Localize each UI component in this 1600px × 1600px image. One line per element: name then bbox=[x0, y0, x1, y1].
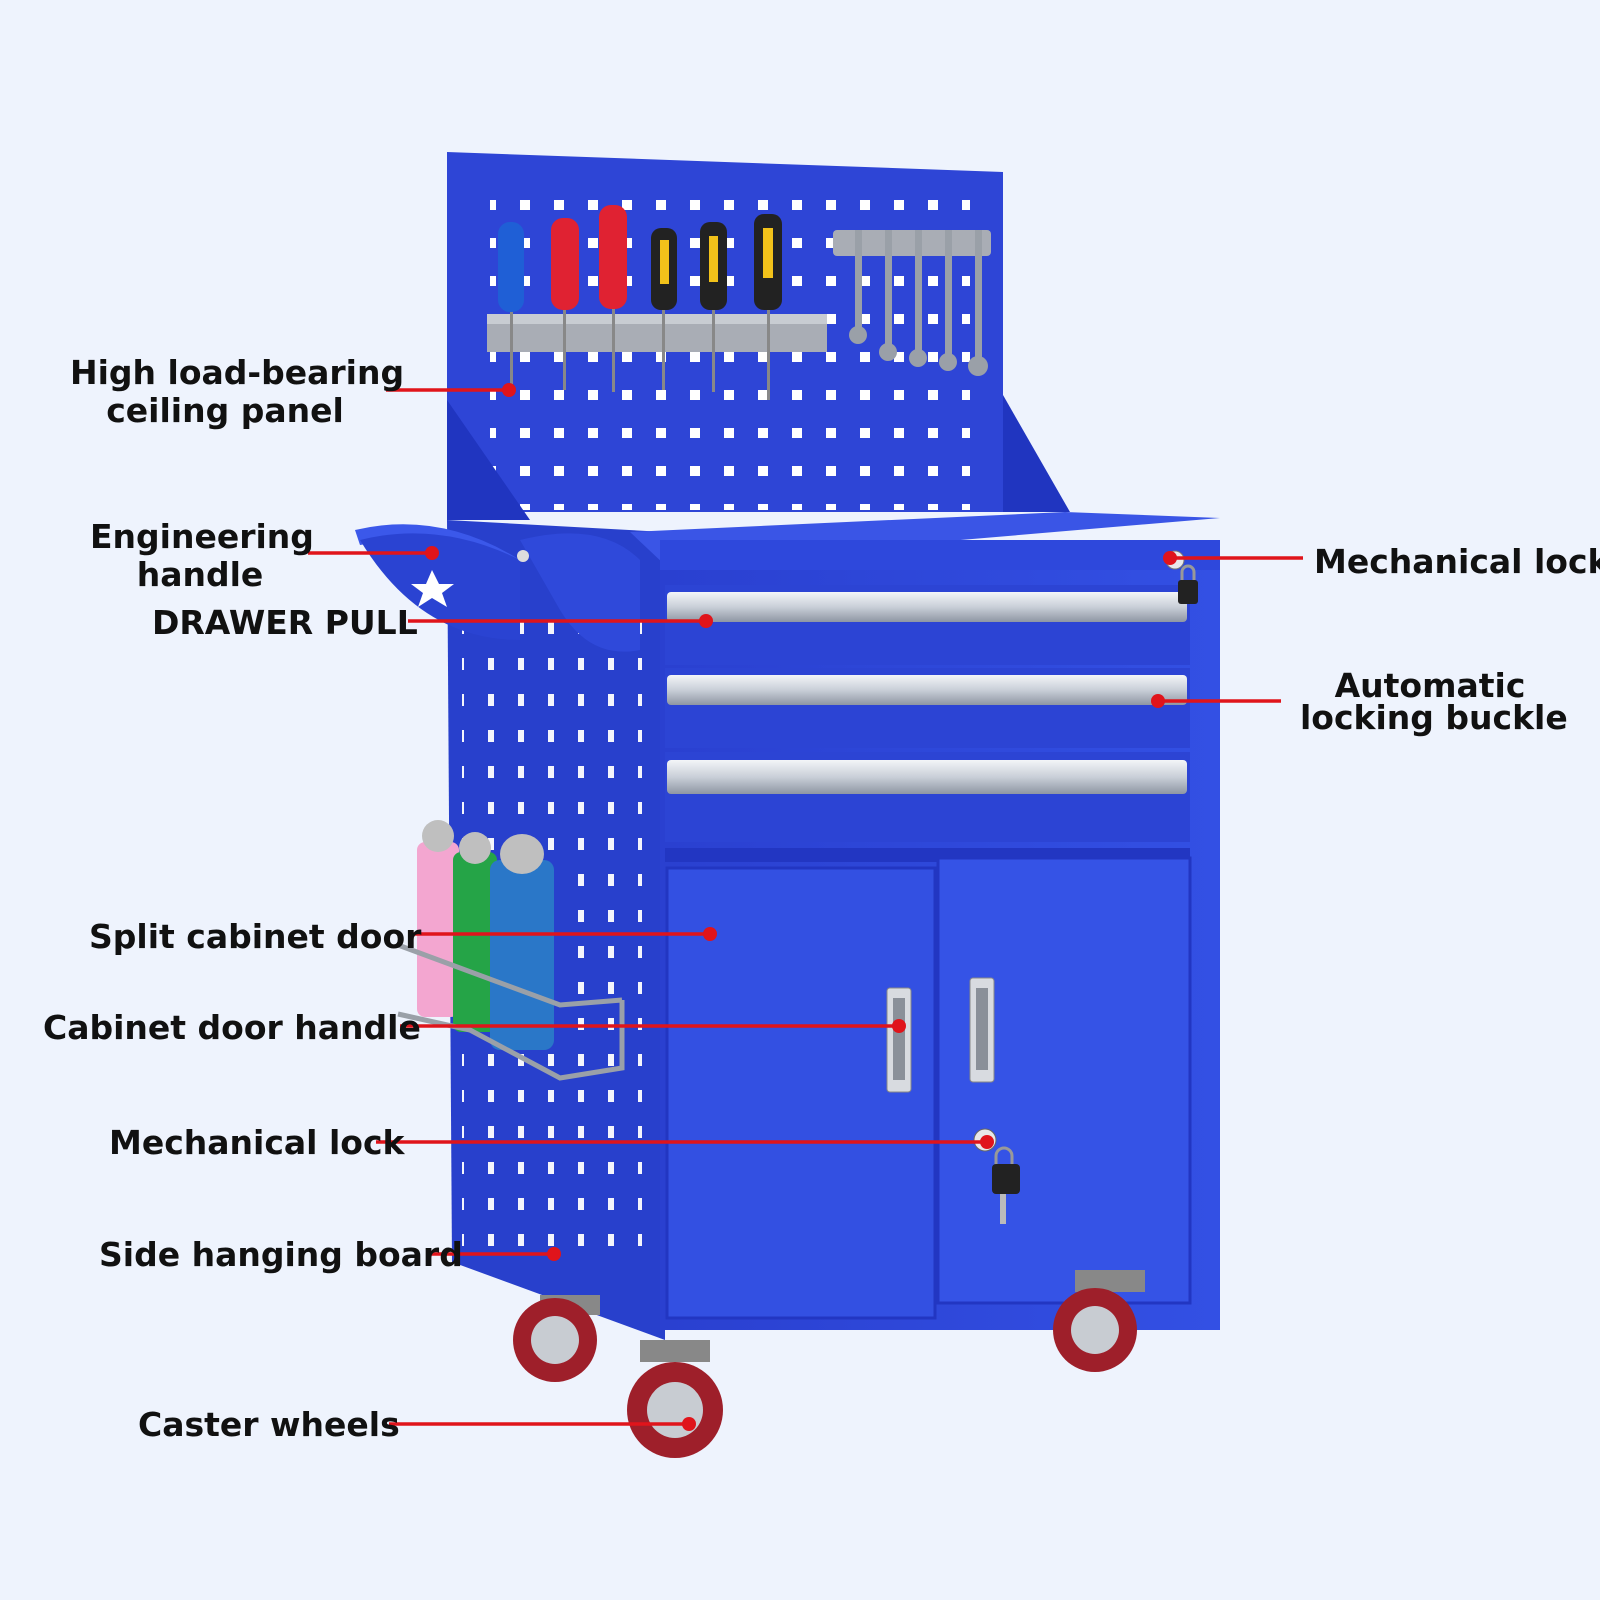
drawer-pull bbox=[667, 675, 1187, 705]
screwdriver-icon bbox=[551, 218, 579, 390]
label-engineering-handle: Engineering handle bbox=[90, 517, 314, 594]
label-drawer-pull: DRAWER PULL bbox=[152, 603, 418, 642]
caster-wheel-icon bbox=[1053, 1270, 1145, 1372]
label-auto-buckle-line1: Automatic bbox=[1334, 666, 1526, 705]
drawer-pull bbox=[667, 760, 1187, 794]
screwdriver-icon bbox=[700, 222, 727, 392]
callout-dot bbox=[1163, 551, 1177, 565]
screwdriver-icon bbox=[599, 205, 627, 392]
callout-dot bbox=[425, 546, 439, 560]
wrench-icon bbox=[849, 230, 988, 376]
label-ceiling-panel-line1: High load-bearing bbox=[70, 353, 405, 392]
screwdriver-icon bbox=[754, 214, 782, 400]
label-ceiling-panel: High load-bearing ceiling panel bbox=[70, 353, 405, 430]
label-mechanical-lock-top: Mechanical lock bbox=[1314, 542, 1600, 581]
screwdriver-icon bbox=[498, 222, 524, 390]
callout-dot bbox=[547, 1247, 561, 1261]
callout-dot bbox=[699, 614, 713, 628]
screwdriver-icon bbox=[651, 228, 677, 390]
split-cabinet-door bbox=[665, 856, 1192, 1320]
callout-dot bbox=[682, 1417, 696, 1431]
callout-dot bbox=[980, 1135, 994, 1149]
caster-wheel-icon bbox=[513, 1295, 600, 1382]
callout-dot bbox=[502, 383, 516, 397]
label-ceiling-panel-line2: ceiling panel bbox=[106, 391, 344, 430]
callout-lines bbox=[308, 383, 1303, 1431]
label-side-board: Side hanging board bbox=[99, 1235, 463, 1274]
spray-can-icon bbox=[417, 820, 554, 1050]
label-auto-buckle: Automatic locking buckle bbox=[1300, 666, 1568, 737]
label-engineering-handle-line1: Engineering bbox=[90, 517, 314, 556]
label-split-door: Split cabinet door bbox=[89, 917, 422, 956]
callout-dot bbox=[703, 927, 717, 941]
callout-dot bbox=[892, 1019, 906, 1033]
screwdriver-rack bbox=[487, 314, 827, 352]
label-door-handle: Cabinet door handle bbox=[43, 1008, 421, 1047]
drawer-1 bbox=[665, 585, 1190, 665]
label-engineering-handle-line2: handle bbox=[136, 555, 264, 594]
label-auto-buckle-line2: locking buckle bbox=[1300, 698, 1568, 737]
caster-wheel-icon bbox=[627, 1340, 723, 1458]
callout-dot bbox=[1151, 694, 1165, 708]
label-caster-wheels: Caster wheels bbox=[138, 1405, 400, 1444]
label-mechanical-lock-bottom: Mechanical lock bbox=[109, 1123, 405, 1162]
cabinet-door-handle bbox=[886, 977, 995, 1093]
drawer-pull bbox=[667, 592, 1187, 622]
drawer-3 bbox=[665, 752, 1190, 842]
drawer-2 bbox=[665, 668, 1190, 748]
